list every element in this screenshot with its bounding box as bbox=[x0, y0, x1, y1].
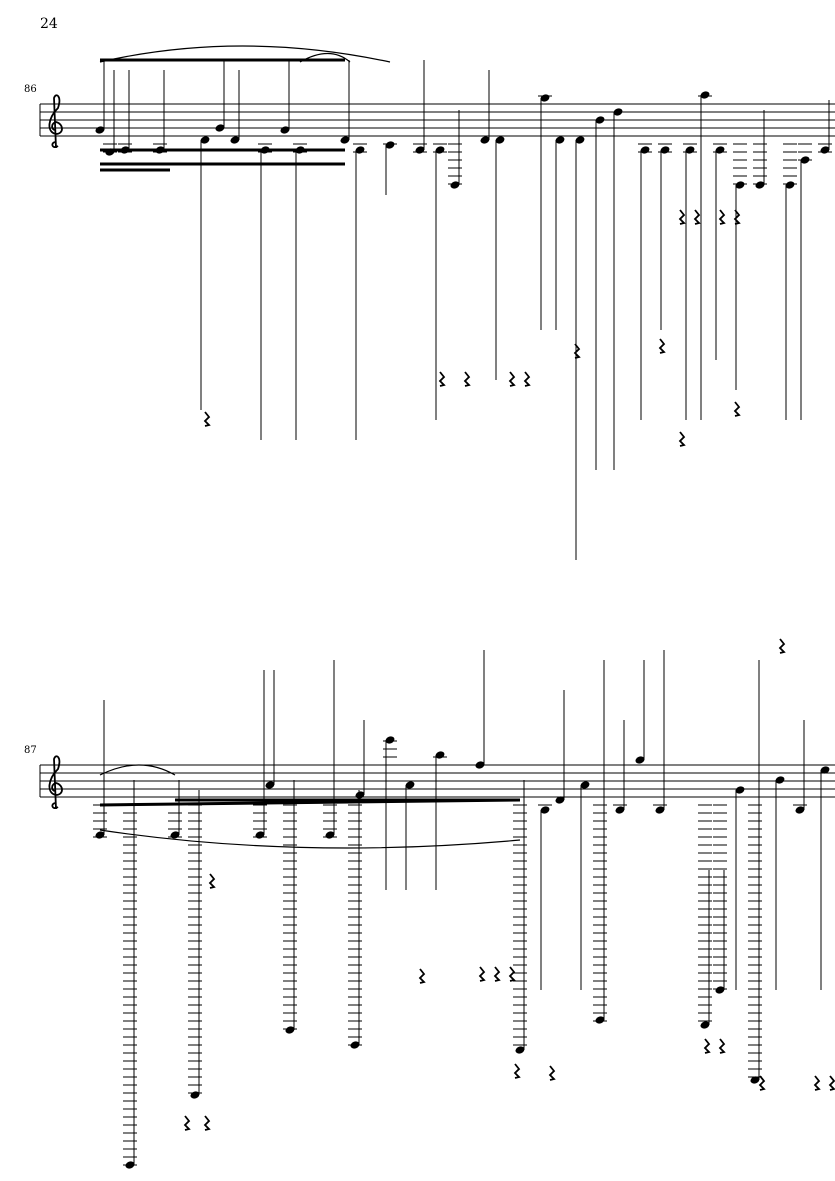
quarter-rest-icon bbox=[693, 209, 701, 225]
note-head bbox=[655, 806, 665, 814]
note-head bbox=[325, 831, 335, 839]
note-head bbox=[540, 94, 550, 102]
note-head bbox=[795, 806, 805, 814]
quarter-rest-icon bbox=[718, 1038, 726, 1054]
quarter-rest-icon bbox=[508, 371, 516, 387]
quarter-rest-icon bbox=[208, 873, 216, 889]
quarter-rest-icon bbox=[463, 371, 471, 387]
quarter-rest-icon bbox=[733, 209, 741, 225]
tie bbox=[299, 52, 351, 63]
note-head bbox=[775, 776, 785, 784]
note-head bbox=[190, 1091, 200, 1099]
note-head bbox=[405, 781, 415, 789]
note-head bbox=[215, 124, 225, 132]
quarter-rest-icon bbox=[183, 1115, 191, 1131]
quarter-rest-icon bbox=[678, 431, 686, 447]
quarter-rest-icon bbox=[828, 1075, 835, 1091]
quarter-rest-icon bbox=[813, 1075, 821, 1091]
treble-clef-icon bbox=[48, 94, 63, 149]
note-head bbox=[820, 766, 830, 774]
note-head bbox=[615, 806, 625, 814]
quarter-rest-icon bbox=[703, 1038, 711, 1054]
note-head bbox=[350, 1041, 360, 1049]
note-head bbox=[750, 1076, 760, 1084]
quarter-rest-icon bbox=[523, 371, 531, 387]
note-head bbox=[580, 781, 590, 789]
note-head bbox=[355, 146, 365, 154]
note-head bbox=[800, 156, 810, 164]
note-head bbox=[95, 126, 105, 134]
note-head bbox=[640, 146, 650, 154]
note-head bbox=[280, 126, 290, 134]
quarter-rest-icon bbox=[678, 209, 686, 225]
note-head bbox=[435, 751, 445, 759]
note-head bbox=[540, 806, 550, 814]
quarter-rest-icon bbox=[418, 968, 426, 984]
note-head bbox=[385, 736, 395, 744]
note-head bbox=[435, 146, 445, 154]
quarter-rest-icon bbox=[573, 343, 581, 359]
treble-clef-icon bbox=[48, 755, 63, 810]
measure-number-87: 87 bbox=[24, 745, 37, 756]
note-head bbox=[170, 831, 180, 839]
note-head bbox=[285, 1026, 295, 1034]
quarter-rest-icon bbox=[778, 638, 786, 654]
note-head bbox=[480, 136, 490, 144]
note-head bbox=[700, 1021, 710, 1029]
note-head bbox=[125, 1161, 135, 1169]
quarter-rest-icon bbox=[203, 411, 211, 427]
quarter-rest-icon bbox=[758, 1075, 766, 1091]
quarter-rest-icon bbox=[658, 338, 666, 354]
note-head bbox=[660, 146, 670, 154]
note-head bbox=[415, 146, 425, 154]
quarter-rest-icon bbox=[513, 1063, 521, 1079]
note-head bbox=[820, 146, 830, 154]
note-head bbox=[735, 181, 745, 189]
note-head bbox=[715, 986, 725, 994]
quarter-rest-icon bbox=[438, 371, 446, 387]
tie bbox=[99, 764, 176, 776]
note-head bbox=[595, 1016, 605, 1024]
note-head bbox=[515, 1046, 525, 1054]
measure-number-86: 86 bbox=[24, 84, 37, 95]
note-head bbox=[475, 761, 485, 769]
note-head bbox=[555, 136, 565, 144]
note-head bbox=[340, 136, 350, 144]
note-head bbox=[495, 136, 505, 144]
quarter-rest-icon bbox=[548, 1065, 556, 1081]
note-head bbox=[265, 781, 275, 789]
note-head bbox=[200, 136, 210, 144]
slur bbox=[99, 829, 521, 849]
note-head bbox=[230, 136, 240, 144]
note-head bbox=[735, 786, 745, 794]
note-head bbox=[555, 796, 565, 804]
quarter-rest-icon bbox=[733, 401, 741, 417]
note-head bbox=[755, 181, 765, 189]
quarter-rest-icon bbox=[718, 209, 726, 225]
note-head bbox=[715, 146, 725, 154]
note-head bbox=[355, 791, 365, 799]
note-head bbox=[635, 756, 645, 764]
note-head bbox=[613, 108, 623, 116]
note-head bbox=[95, 831, 105, 839]
page-number: 24 bbox=[40, 16, 58, 32]
note-head bbox=[255, 831, 265, 839]
quarter-rest-icon bbox=[493, 966, 501, 982]
note-head bbox=[595, 116, 605, 124]
quarter-rest-icon bbox=[508, 966, 516, 982]
note-head bbox=[785, 181, 795, 189]
note-head bbox=[385, 141, 395, 149]
note-head bbox=[575, 136, 585, 144]
note-head bbox=[685, 146, 695, 154]
note-head bbox=[700, 91, 710, 99]
slur bbox=[99, 45, 391, 63]
quarter-rest-icon bbox=[478, 966, 486, 982]
note-head bbox=[450, 181, 460, 189]
quarter-rest-icon bbox=[203, 1115, 211, 1131]
